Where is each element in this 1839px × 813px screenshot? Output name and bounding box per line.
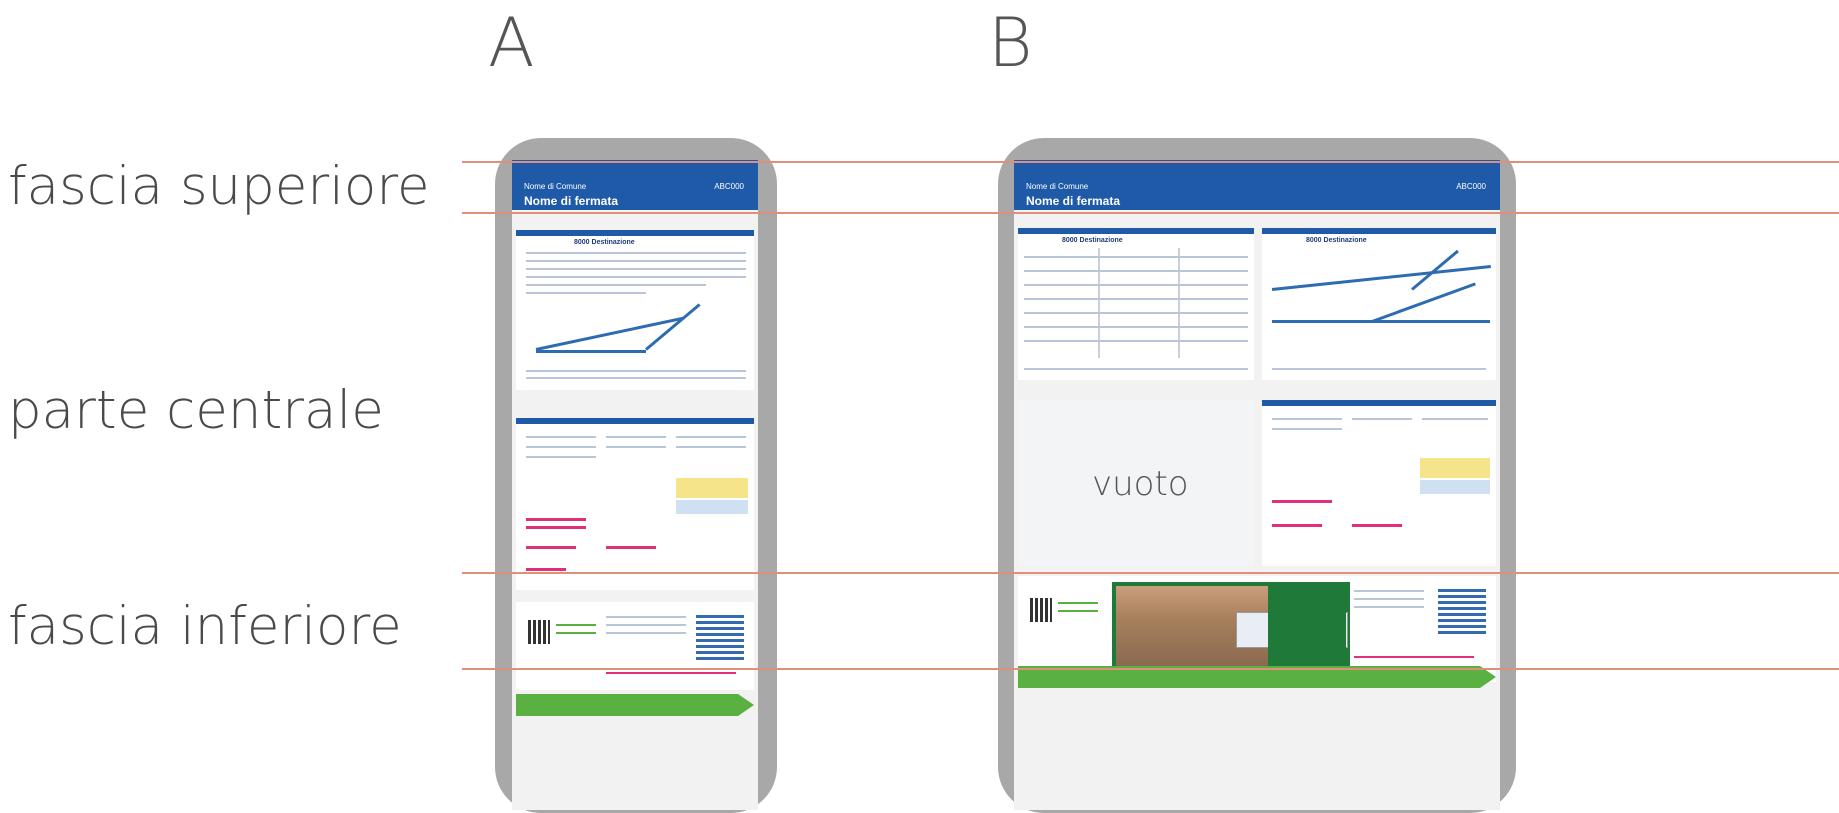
guide-line-bottom-2 [462,668,1839,670]
column-a-label: A [488,4,535,83]
band-label-top: fascia superiore [8,156,430,217]
panel-b: Nome di Comune Nome di fermata ABC000 80… [998,138,1516,813]
advertisement-photo [1112,582,1350,670]
panel-a-footer-bar [516,694,738,716]
panel-a: Nome di Comune Nome di fermata ABC000 80… [495,138,777,813]
guide-line-bottom-1 [462,572,1839,574]
empty-slot-label: vuoto [1092,464,1189,504]
panel-a-inner: Nome di Comune Nome di fermata ABC000 80… [512,160,758,810]
header-code: ABC000 [714,182,744,191]
column-b-label: B [988,4,1033,83]
sheet-line-title: 8000 Destinazione [574,239,635,246]
band-label-middle: parte centrale [8,380,384,441]
panel-b-header: Nome di Comune Nome di fermata ABC000 [1014,160,1500,210]
panel-b-inner: Nome di Comune Nome di fermata ABC000 80… [1014,160,1500,810]
header-comune: Nome di Comune [524,182,587,191]
panel-a-header: Nome di Comune Nome di fermata ABC000 [512,160,758,210]
panel-a-info-sheet [516,418,754,590]
panel-b-timetable-left: 8000 Destinazione [1018,228,1254,380]
panel-a-timetable-sheet: 8000 Destinazione [516,230,754,390]
panel-b-map-right: 8000 Destinazione [1262,228,1496,380]
sheet-line-title: 8000 Destinazione [1306,237,1367,244]
panel-b-footer-bar [1018,666,1480,688]
guide-line-top-2 [462,212,1839,214]
panel-a-footer [516,602,754,690]
header-fermata: Nome di fermata [1026,194,1121,208]
header-code: ABC000 [1456,182,1486,191]
sheet-line-title: 8000 Destinazione [1062,237,1123,244]
panel-b-empty-slot: vuoto [1018,400,1254,566]
panel-b-footer [1018,576,1496,682]
panel-b-info-sheet [1262,400,1496,566]
guide-line-top-1 [462,161,1839,163]
band-label-bottom: fascia inferiore [8,596,402,657]
header-fermata: Nome di fermata [524,194,619,208]
header-comune: Nome di Comune [1026,182,1089,191]
